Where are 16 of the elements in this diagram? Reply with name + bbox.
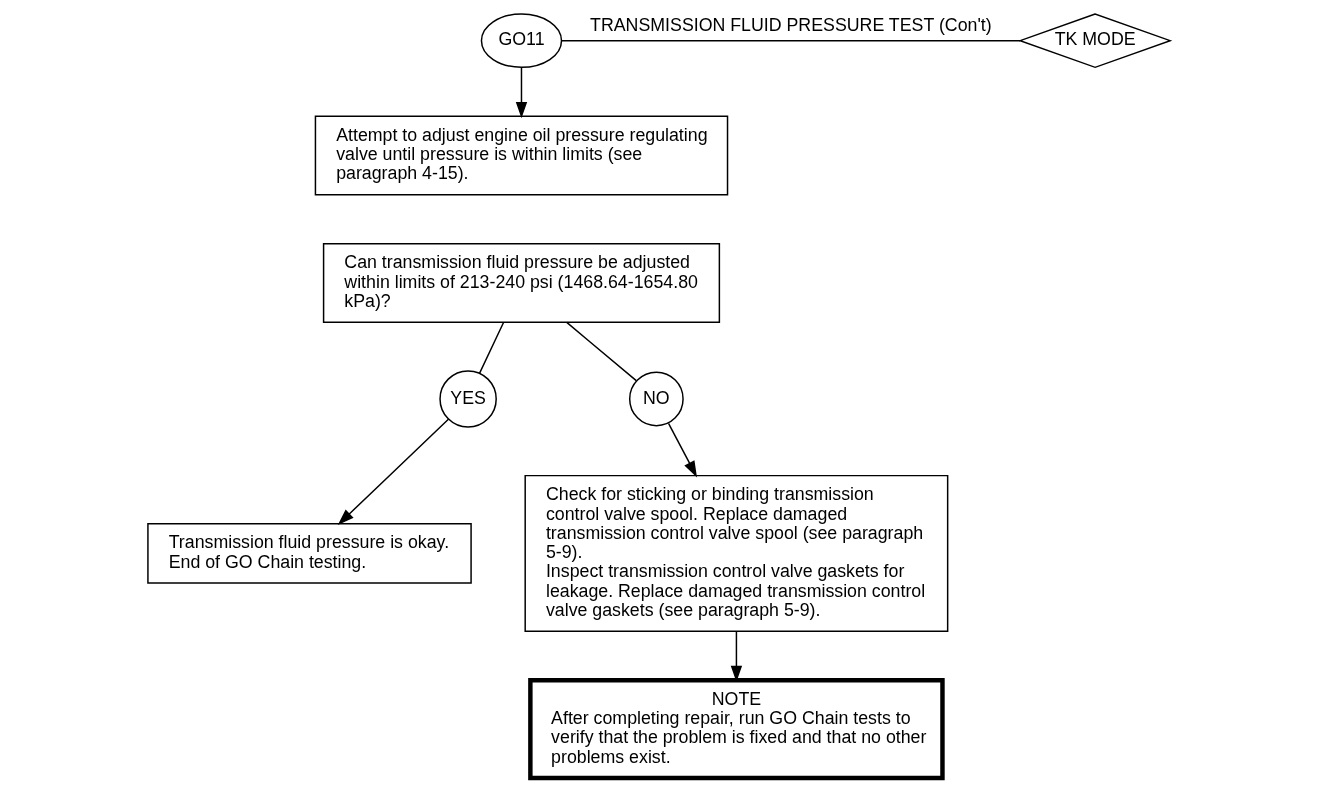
node-box: Check for sticking or binding transmission control valve spool. Replace damaged transmission control valve spool (see paragraph 5-9). Inspect transmission control valve gaskets for leakage. Replace damaged transmission control valve gaskets (see paragraph 5-9).: [524, 474, 949, 632]
node-circle: YES: [439, 370, 497, 428]
arrow: [515, 66, 528, 119]
connector: [566, 321, 637, 382]
node-ellipse: GO11: [480, 13, 563, 69]
node-circle: NO: [628, 371, 684, 427]
node-diamond: TK MODE: [1018, 13, 1173, 69]
node-box: Can transmission fluid pressure be adjusted within limits of 213-240 psi (1468.64-1654.80 kPa)?: [322, 243, 721, 324]
arrow: [667, 422, 697, 478]
node-box: Transmission fluid pressure is okay. End of GO Chain testing.: [147, 523, 472, 584]
edge-label: TRANSMISSION FLUID PRESSURE TEST (Con't): [590, 15, 992, 36]
connector: [478, 322, 505, 374]
arrow: [337, 418, 450, 525]
node-box: NOTE After completing repair, run GO Chain tests to verify that the problem is fixed and that no other problems exist.: [528, 677, 945, 781]
node-box: Attempt to adjust engine oil pressure regulating valve until pressure is within limits (see paragraph 4-15).: [314, 115, 729, 196]
connector: [561, 39, 1021, 42]
